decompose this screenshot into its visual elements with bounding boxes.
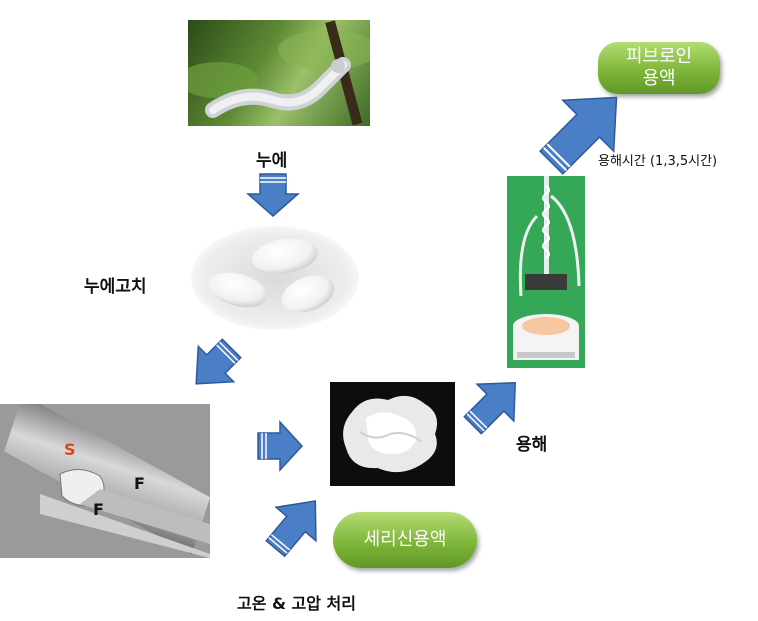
cocoon-photo: [190, 222, 360, 330]
sem-fiber-image: [0, 404, 210, 558]
arrow-degummed-to-apparatus: [463, 382, 516, 435]
sem-marker-s: S: [64, 440, 76, 459]
fibroin-line1: 피브로인: [625, 46, 693, 67]
dissolve-time-label: 용해시간 (1,3,5시간): [598, 154, 718, 169]
sem-marker-f1: F: [134, 474, 145, 493]
arrow-apparatus-to-fibroin: [539, 96, 618, 175]
fibroin-solution-pill: 피브로인 용액: [598, 42, 720, 94]
sericin-solution-pill: 세리신용액: [333, 512, 477, 568]
fibroin-line2: 용액: [642, 68, 676, 89]
dissolve-label: 용해: [516, 435, 548, 455]
silkworm-photo: [188, 20, 370, 126]
reflux-apparatus-photo: [507, 176, 585, 368]
treatment-label: 고온 & 고압 처리: [237, 594, 356, 613]
degummed-silk-photo: [330, 382, 455, 486]
sericin-label: 세리신용액: [363, 529, 447, 550]
arrow-sem-to-sericin: [265, 500, 317, 558]
cocoon-label: 누에고치: [84, 277, 147, 297]
arrow-sem-to-degummed: [257, 420, 304, 472]
arrow-down-silkworm-to-cocoon: [246, 173, 300, 217]
arrow-cocoon-to-sem: [195, 338, 242, 385]
sem-marker-f2: F: [93, 500, 104, 519]
silkworm-label: 누에: [256, 151, 288, 171]
